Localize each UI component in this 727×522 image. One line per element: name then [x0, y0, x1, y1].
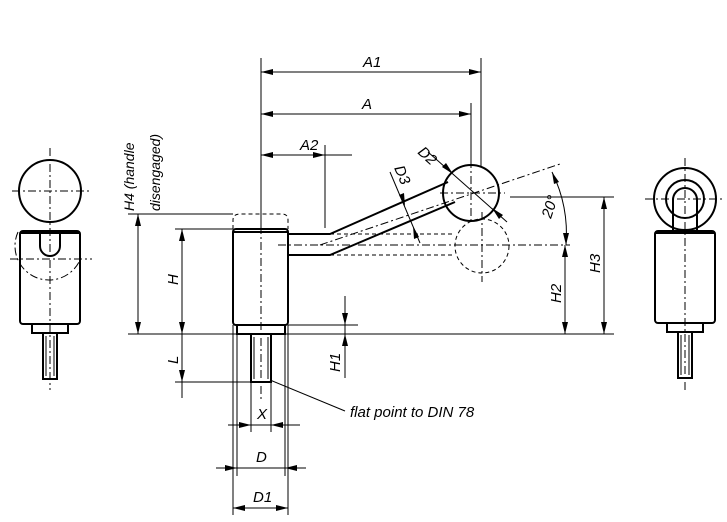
label-h1: H1 — [327, 353, 344, 372]
label-d: D — [256, 449, 267, 466]
left-side-view — [10, 148, 92, 390]
right-side-view — [645, 158, 722, 392]
label-h4-line1: H4 (handle — [121, 142, 137, 211]
label-h: H — [165, 274, 182, 285]
dim-l — [175, 334, 251, 398]
dim-a1 — [260, 58, 482, 228]
label-x: X — [256, 406, 268, 423]
dim-d3 — [389, 171, 421, 244]
dim-a — [261, 103, 472, 165]
label-d2: D2 — [414, 143, 440, 169]
front-view — [232, 66, 570, 400]
label-h4-line2: disengaged) — [147, 134, 163, 211]
label-h2: H2 — [548, 283, 565, 303]
label-h3: H3 — [587, 253, 604, 273]
label-l: L — [165, 356, 182, 364]
label-angle: 20° — [538, 193, 561, 221]
dim-h — [175, 228, 233, 334]
dim-d1 — [232, 325, 289, 515]
dim-h4 — [128, 213, 233, 334]
label-a1: A1 — [362, 54, 381, 71]
label-d3: D3 — [390, 163, 413, 188]
dim-d — [216, 334, 306, 476]
label-a2: A2 — [299, 137, 319, 154]
dim-h1 — [288, 296, 358, 378]
label-a: A — [361, 96, 372, 113]
label-d1: D1 — [253, 489, 272, 506]
dim-h3 — [510, 196, 614, 334]
dim-a2 — [261, 145, 352, 228]
label-flat-point: flat point to DIN 78 — [350, 404, 475, 421]
flat-point-leader — [269, 379, 346, 412]
dim-d2 — [427, 151, 508, 223]
dim-angle — [551, 171, 569, 246]
dim-h2 — [562, 245, 568, 334]
